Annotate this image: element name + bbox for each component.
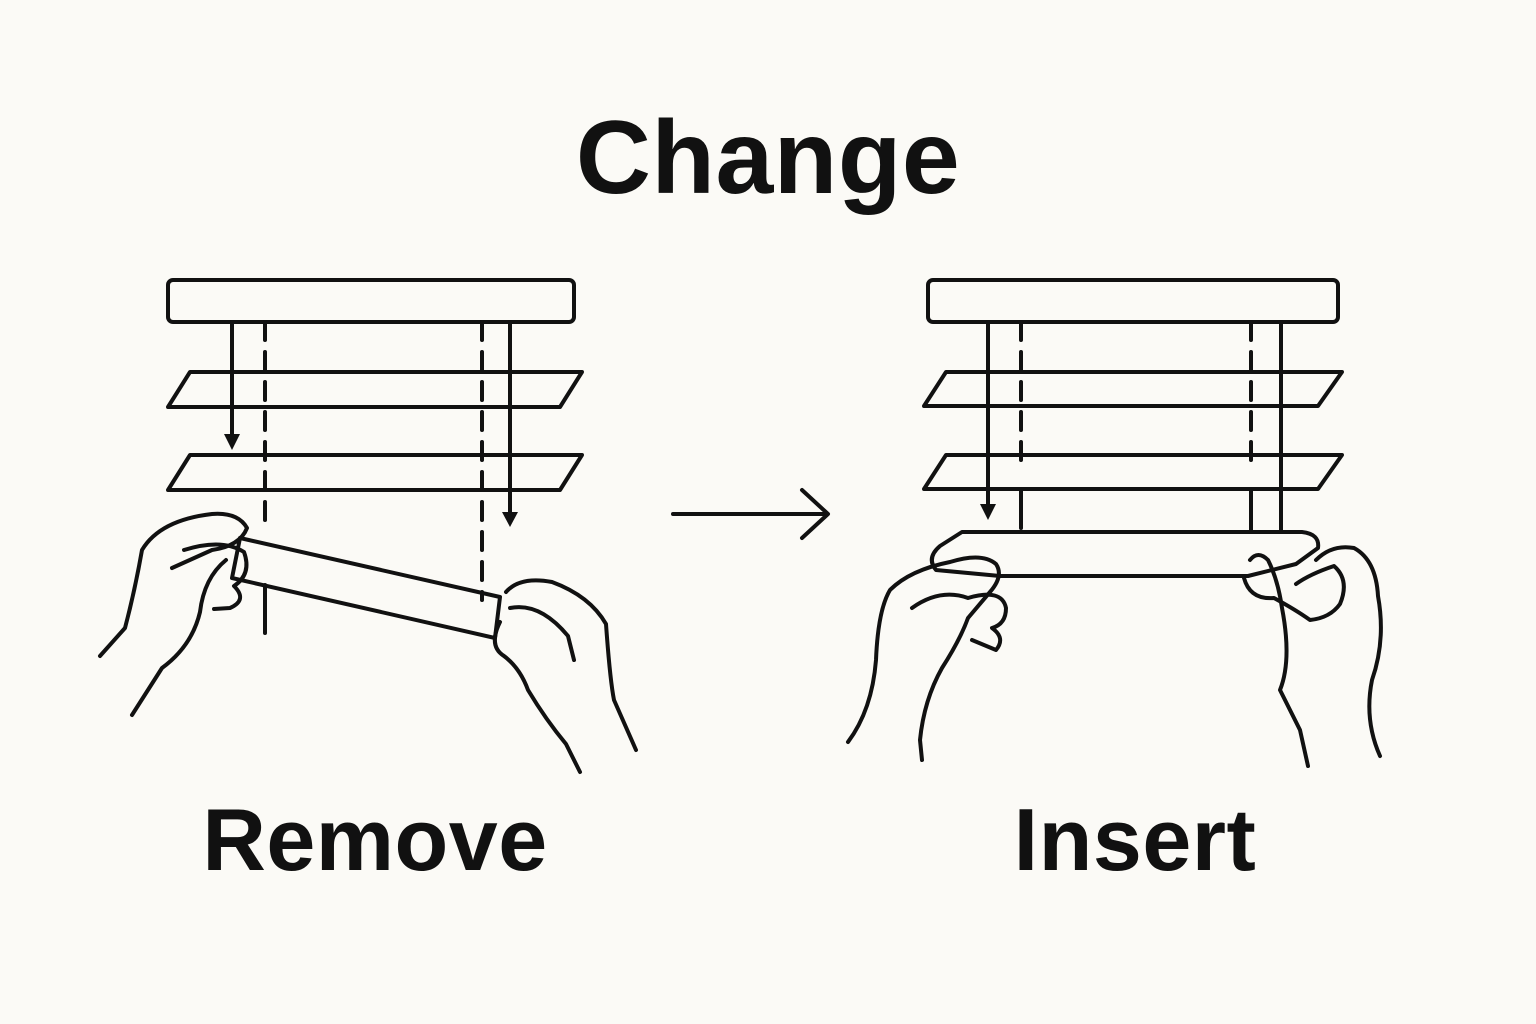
inserted-slat xyxy=(929,530,1321,578)
arrow-down-icon xyxy=(980,504,996,520)
right-hand-fingers xyxy=(1242,564,1346,622)
right-hand-icon xyxy=(1248,553,1310,768)
right-hand-fingers xyxy=(508,605,576,662)
left-hand-icon xyxy=(98,511,249,658)
remove-label: Remove xyxy=(202,790,548,889)
insert-blind-illustration xyxy=(846,278,1383,768)
arrow-down-icon xyxy=(502,512,518,527)
left-hand-fingers xyxy=(910,592,1008,652)
slat xyxy=(166,453,584,492)
right-hand-icon xyxy=(504,578,638,752)
slat xyxy=(922,370,1344,408)
left-hand-fingers xyxy=(182,542,249,611)
head-rail xyxy=(166,278,576,324)
remove-blind-illustration xyxy=(98,278,638,774)
head-rail xyxy=(926,278,1340,324)
removed-slat xyxy=(230,536,502,640)
slat xyxy=(166,370,584,409)
insert-label: Insert xyxy=(1013,790,1257,889)
left-hand-wrist xyxy=(130,558,228,717)
left-hand-icon xyxy=(846,555,1001,762)
slat xyxy=(922,453,1344,491)
arrow-down-icon xyxy=(224,434,240,450)
right-hand-back xyxy=(1314,545,1383,758)
diagram-title: Change xyxy=(575,100,961,216)
right-hand-wrist xyxy=(492,620,582,774)
arrow-right-icon xyxy=(671,488,830,540)
